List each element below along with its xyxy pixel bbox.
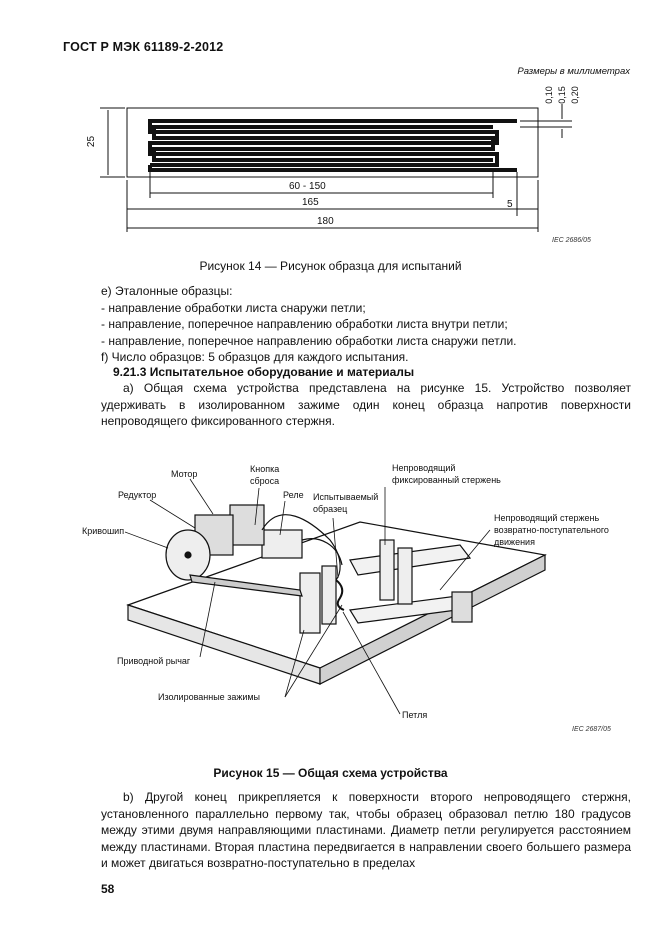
list-item: e) Эталонные образцы: — [101, 284, 233, 298]
label-crank: Кривошип — [82, 526, 125, 536]
dim-180-label: 180 — [317, 216, 334, 227]
label-drive-lever: Приводной рычаг — [117, 656, 191, 666]
label-reset-button: Кнопка сброса — [250, 464, 280, 486]
dim-165-label: 165 — [302, 197, 319, 208]
label-gearbox: Редуктор — [118, 490, 157, 500]
meander-conductor — [148, 119, 517, 172]
drive-lever-body — [189, 574, 303, 597]
relay-box — [261, 529, 303, 559]
specimen-loop — [335, 579, 345, 611]
label-motor: Мотор — [171, 469, 198, 479]
list-item: - направление, поперечное направлению об… — [101, 317, 508, 331]
page-number: 58 — [101, 882, 115, 896]
paragraph-a: a) Общая схема устройства представлена н… — [101, 381, 631, 428]
body-text-block-1: e) Эталонные образцы: - направление обра… — [101, 283, 631, 366]
figure-14-iec-ref: IEC 2686/05 — [552, 237, 591, 244]
dim-span-label: 60 - 150 — [289, 181, 326, 192]
units-note: Размеры в миллиметрах — [517, 66, 630, 77]
figure-15-caption: Рисунок 15 — Общая схема устройства — [213, 766, 448, 780]
document-header: ГОСТ Р МЭК 61189-2-2012 — [63, 40, 224, 54]
list-item: - направление обработки листа снаружи пе… — [101, 300, 366, 315]
figure-15-drawing — [124, 478, 547, 715]
rod-motor — [451, 591, 473, 623]
section-heading: 9.21.3 Испытательное оборудование и мате… — [113, 365, 415, 379]
label-fixed-rod: Непроводящий фиксированный стержень — [392, 463, 501, 485]
list-item: f) Число образцов: 5 образцов для каждог… — [101, 350, 409, 364]
figure-14-drawing — [100, 104, 572, 232]
label-moving-rod: Непроводящий стержень возвратно-поступат… — [494, 513, 609, 547]
label-specimen: Испытываемый образец — [313, 492, 379, 514]
clamp-post-left — [299, 572, 321, 634]
figure-15-iec-ref: IEC 2687/05 — [572, 726, 611, 733]
label-relay: Реле — [283, 490, 304, 500]
label-insulated-clamps: Изолированные зажимы — [158, 692, 261, 702]
specimen-outline — [126, 107, 539, 178]
clamp-post-right — [321, 565, 337, 625]
label-loop: Петля — [402, 710, 428, 720]
paragraph-b: b) Другой конец прикрепляется к поверхно… — [101, 790, 631, 870]
dim-5-label: 5 — [507, 199, 513, 210]
motor-body — [229, 504, 265, 546]
figure-14-caption: Рисунок 14 — Рисунок образца для испытан… — [199, 259, 462, 273]
list-item: - направление, поперечное направлению об… — [101, 333, 517, 348]
